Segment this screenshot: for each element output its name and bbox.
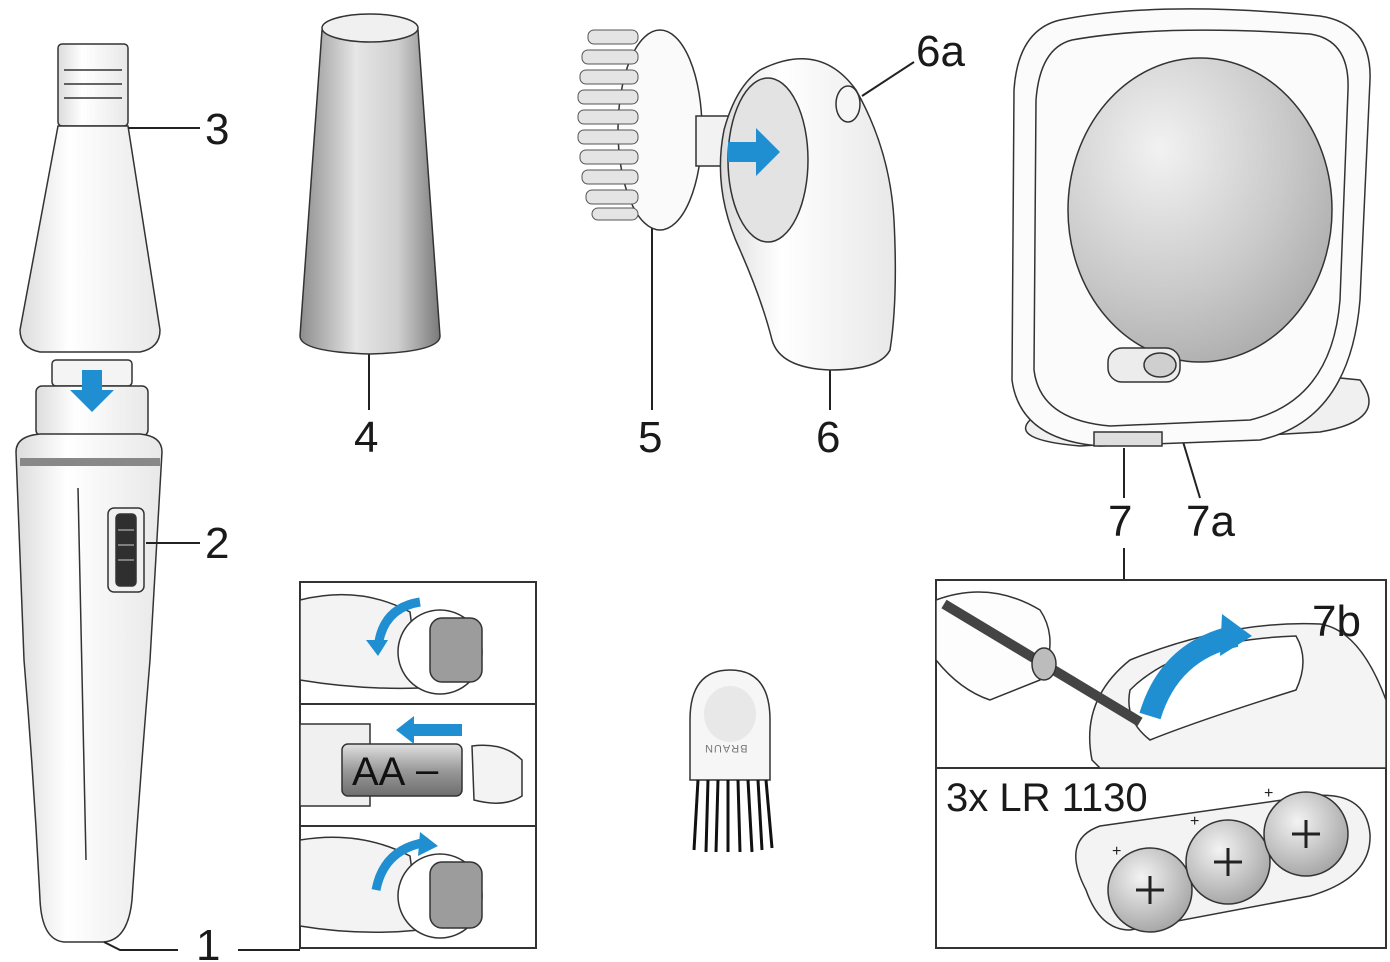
mirror-stand xyxy=(1011,8,1371,447)
svg-text:+: + xyxy=(1112,843,1121,860)
aa-battery-text: AA xyxy=(352,750,406,794)
protective-cap xyxy=(299,13,441,355)
brush-attachment xyxy=(577,29,731,231)
label-adapter: 6 xyxy=(816,413,841,462)
brand-logo: BRAUN xyxy=(704,742,748,754)
coin-cell-type: 3x LR 1130 xyxy=(946,776,1148,820)
label-cap: 4 xyxy=(354,413,379,462)
brush-adapter xyxy=(719,58,897,371)
label-handle: 1 xyxy=(196,921,221,962)
aa-battery-panels xyxy=(299,581,537,949)
cleaning-brush xyxy=(689,669,774,853)
mirror-battery-panels: + + + xyxy=(935,579,1387,949)
label-battery-cover: 7b xyxy=(1312,597,1361,646)
label-adapter-button: 6a xyxy=(916,27,965,76)
svg-text:+: + xyxy=(1190,813,1199,830)
aa-battery-minus: – xyxy=(416,748,439,792)
device-assembly xyxy=(15,43,163,943)
label-trimmer-head: 3 xyxy=(205,105,230,154)
label-brush: 5 xyxy=(638,413,663,462)
attach-arrow-icon xyxy=(70,370,114,412)
device-handle xyxy=(15,433,163,943)
trimmer-head xyxy=(19,43,161,353)
label-mirror: 7 xyxy=(1108,497,1133,546)
label-mirror-light-button: 7a xyxy=(1186,497,1235,546)
svg-text:+: + xyxy=(1264,785,1273,802)
label-switch: 2 xyxy=(205,519,230,568)
